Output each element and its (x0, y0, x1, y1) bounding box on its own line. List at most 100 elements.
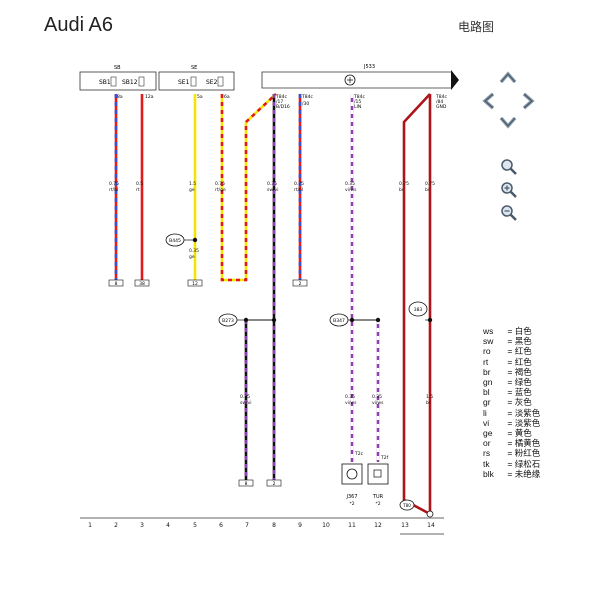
arrow-right-icon[interactable] (522, 92, 536, 110)
sensor-icon (346, 468, 358, 480)
svg-text:TUR: TUR (372, 494, 384, 500)
fuse-box-sb-label: SB (114, 65, 121, 71)
svg-text:rt/bl: rt/bl (294, 187, 303, 193)
switch-icon (373, 469, 382, 478)
arrow-down-icon[interactable] (499, 116, 517, 130)
legend-code: ge (483, 428, 493, 439)
legend-code: gn (483, 377, 493, 388)
svg-text:*2: *2 (375, 501, 380, 507)
legend-row: br = 褐色 (483, 367, 540, 377)
svg-text:38: 38 (139, 281, 145, 287)
legend-code: rs (483, 448, 491, 459)
svg-text:T80: T80 (402, 503, 411, 508)
module-pin-1-sub: /17 (276, 99, 283, 105)
legend-row: li = 淡紫色 (483, 408, 540, 418)
svg-text:rt: rt (136, 187, 140, 193)
fuse-box-se: SE SE1 SE2 5a 6a (158, 65, 235, 100)
legend-code: bl (483, 387, 490, 398)
svg-text:sw/vi: sw/vi (267, 187, 278, 193)
svg-text:0.75: 0.75 (294, 181, 304, 187)
legend-equals: = (505, 366, 515, 377)
legend-color-name: 灰色 (514, 397, 532, 408)
page-title: Audi A6 (44, 14, 113, 36)
svg-text:2: 2 (114, 522, 118, 529)
legend-color-name: 红色 (514, 346, 532, 357)
legend-color-name: 白色 (514, 326, 532, 336)
svg-text:vi/ws: vi/ws (345, 400, 357, 406)
svg-text:3: 3 (140, 522, 144, 529)
fuse-sb1-label: SB1 (99, 79, 111, 86)
legend-color-name: 蓝色 (514, 387, 532, 398)
zoom-in-icon[interactable] (500, 181, 518, 199)
fuse-se1-label: SE1 (178, 79, 190, 86)
legend-equals: = (505, 417, 515, 428)
module-pin-2-sub: /30 (302, 101, 309, 107)
fuse-sb12 (138, 76, 145, 87)
module-pin-1-extra: B/D16 (276, 104, 290, 110)
ground-point (426, 510, 434, 518)
component-j367: T2c J367 *2 (341, 451, 364, 507)
legend-code: ws (483, 326, 494, 336)
svg-text:*2: *2 (349, 501, 354, 507)
module-pin-4: T84c (435, 94, 447, 100)
svg-text:vi/ws: vi/ws (372, 400, 384, 406)
svg-text:383: 383 (414, 307, 423, 313)
svg-text:12: 12 (374, 522, 382, 529)
fuse-sb12-pin: 12a (145, 94, 154, 100)
column-numbers: 1 2 3 4 5 6 7 8 9 10 11 12 13 14 (88, 522, 435, 529)
svg-text:ge: ge (189, 255, 195, 260)
fuse-sb1 (110, 76, 117, 87)
svg-text:8: 8 (115, 281, 118, 287)
legend-row: ge = 黄色 (483, 428, 540, 438)
svg-text:12: 12 (192, 281, 198, 287)
legend-color-name: 未绝缘 (514, 468, 541, 479)
legend-code: tk (483, 458, 490, 469)
svg-text:B273: B273 (222, 318, 234, 324)
connector-b445: B445 (165, 233, 195, 247)
svg-text:9: 9 (298, 522, 302, 529)
legend-row: or = 橘黄色 (483, 438, 540, 448)
legend-color-name: 黄色 (514, 428, 532, 439)
svg-text:1.5: 1.5 (189, 181, 196, 187)
svg-text:8: 8 (245, 481, 248, 487)
legend-code: br (483, 366, 491, 377)
svg-text:0.75: 0.75 (425, 181, 435, 187)
module-j533: J533 T84c /17 B/D16 T84c /30 T84c /15 LI… (261, 64, 459, 110)
wire-col-12 (352, 319, 380, 462)
legend-equals: = (505, 407, 515, 418)
svg-text:0.5: 0.5 (136, 181, 143, 187)
legend-code: li (483, 407, 487, 418)
svg-text:6: 6 (219, 522, 223, 529)
legend-code: rt (483, 356, 489, 367)
legend-equals: = (505, 326, 515, 336)
legend-row: ws = 白色 (483, 326, 540, 336)
legend-row: blk = 未绝缘 (483, 469, 540, 479)
legend-equals: = (505, 468, 515, 479)
legend-color-name: 褐色 (514, 366, 532, 377)
legend-color-name: 绿色 (514, 377, 532, 388)
legend-equals: = (505, 356, 515, 367)
svg-text:11: 11 (348, 522, 356, 529)
legend-color-name: 橘黄色 (514, 438, 541, 449)
svg-text:J367: J367 (345, 494, 357, 500)
legend-equals: = (505, 387, 515, 398)
svg-text:10: 10 (322, 522, 330, 529)
zoom-out-icon[interactable] (500, 204, 518, 222)
terminal-blocks: 8 38 12 2 8 2 (108, 279, 308, 487)
wire-ground-loop (402, 93, 432, 516)
arrow-up-icon[interactable] (499, 70, 517, 84)
legend-equals: = (505, 428, 515, 439)
fuse-se2-pin: 6a (224, 94, 230, 100)
svg-text:B347: B347 (333, 318, 345, 324)
fuse-se2-label: SE2 (206, 79, 218, 86)
svg-text:0.35: 0.35 (345, 181, 355, 187)
svg-text:T2c: T2c (354, 451, 364, 457)
arrow-left-icon[interactable] (481, 92, 495, 110)
connector-383: 383 (408, 301, 430, 321)
fuse-sb1-pin: 8a (117, 94, 123, 100)
legend-row: bl = 蓝色 (483, 387, 540, 397)
svg-text:0.35: 0.35 (267, 181, 277, 187)
zoom-icon[interactable] (500, 158, 518, 176)
legend-code: ro (483, 346, 491, 357)
